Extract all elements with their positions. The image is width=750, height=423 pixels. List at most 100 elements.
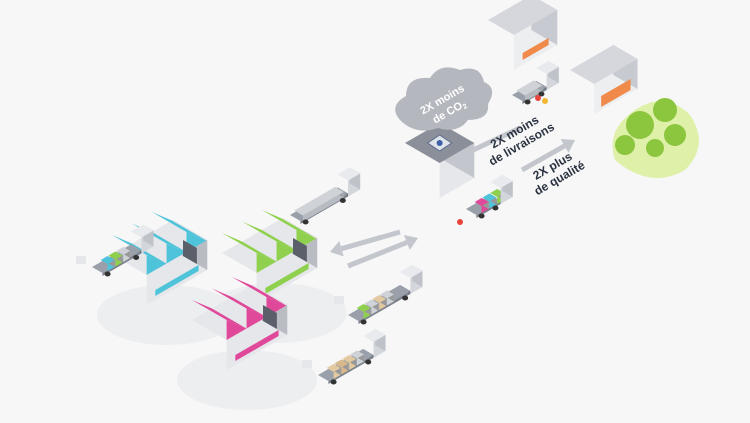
roof-gable <box>276 241 297 262</box>
box-top-face <box>490 175 513 188</box>
truck-empty-flatbed <box>290 167 361 225</box>
forklift-icon <box>302 360 312 368</box>
arrow-head <box>330 241 344 257</box>
wheel <box>538 91 545 97</box>
loading-door <box>293 238 307 262</box>
house-wall-accent <box>522 38 549 60</box>
roof-gable <box>226 320 247 340</box>
worker-icon <box>535 95 541 101</box>
loading-door <box>263 305 277 329</box>
wheel <box>360 319 367 325</box>
sawtooth-roof <box>151 212 207 241</box>
box-front-face <box>302 192 344 222</box>
house-wall-accent <box>601 79 631 107</box>
roof-gable <box>166 243 187 264</box>
box-top-face <box>334 359 349 368</box>
box-top-face <box>399 265 423 278</box>
box-top-face <box>356 304 371 312</box>
box-top-face <box>350 350 364 359</box>
facade-stripe <box>235 330 279 361</box>
arrow-to-houses <box>520 138 575 173</box>
sawtooth-roof <box>241 221 297 250</box>
box-top-face <box>112 220 208 275</box>
box-top-face <box>372 295 387 303</box>
central-warehouse <box>405 123 475 198</box>
box-top-face <box>474 198 489 206</box>
box-top-face <box>100 256 115 264</box>
forklift-icon <box>334 296 344 304</box>
factory-blue <box>97 212 237 345</box>
box-top-face <box>116 247 131 255</box>
tree-crown <box>615 135 635 155</box>
box-top-face <box>570 45 638 84</box>
arrow-head <box>560 138 575 153</box>
sawtooth-roof <box>192 300 247 329</box>
wheel <box>339 198 346 203</box>
cloud-co2: 2X moins de CO2 <box>395 67 493 131</box>
box-top-face <box>342 355 357 363</box>
forklift-icon <box>76 256 86 264</box>
box-top-face <box>490 189 505 197</box>
truck-blue-factory <box>92 224 154 277</box>
roof-gable <box>246 308 267 329</box>
ground-shadow <box>177 350 317 410</box>
roof-gable <box>256 253 277 273</box>
box-front-face <box>524 85 543 102</box>
factory-pink <box>177 277 317 410</box>
arrow-shaft <box>520 143 566 173</box>
ground-shadow <box>97 285 237 345</box>
quality-label: 2X plus de qualité <box>531 149 588 198</box>
wheel <box>478 213 485 219</box>
box-top-face <box>337 167 361 181</box>
arrow-shaft <box>347 240 408 269</box>
box-top-face <box>108 251 123 260</box>
worker-icon <box>542 98 548 104</box>
delivery-truck-warehouse <box>466 175 513 219</box>
box-top-face <box>130 224 154 238</box>
loading-door <box>183 240 197 264</box>
box-top-face <box>222 218 318 273</box>
wheel <box>104 271 111 277</box>
box-top-face <box>380 290 394 299</box>
park <box>612 98 699 178</box>
wheel <box>133 255 140 260</box>
truck-pink-factory <box>318 329 386 385</box>
wheel <box>492 205 499 211</box>
box-top-face <box>364 299 379 308</box>
box-top-face <box>363 329 386 342</box>
wheel <box>524 99 531 105</box>
delivery-truck-houses <box>512 61 559 105</box>
box-front-face <box>102 250 142 276</box>
arrow-head <box>403 235 418 250</box>
cloud-shape <box>395 67 493 131</box>
houses <box>488 0 638 114</box>
wheel <box>402 295 409 301</box>
box-top-face <box>488 0 558 35</box>
arrow-to-factories <box>330 229 401 257</box>
wheel <box>365 359 372 365</box>
box-front-face <box>358 291 411 324</box>
box-top-face <box>536 61 559 74</box>
box-top-face <box>516 80 543 96</box>
logo-mark <box>436 140 443 146</box>
sawtooth-roof <box>112 235 167 264</box>
arrow-shaft <box>340 229 401 252</box>
sawtooth-roof <box>222 233 277 262</box>
box-top-face <box>294 187 344 216</box>
tree-crown <box>664 124 686 146</box>
sawtooth-roof <box>231 277 287 306</box>
co2-subscript: 2 <box>462 103 469 111</box>
sawtooth-roof <box>261 210 317 239</box>
arrow-from-factories <box>347 235 418 269</box>
wheel <box>302 219 309 225</box>
tree-crown <box>646 139 664 157</box>
box-top-face <box>326 364 341 372</box>
sawtooth-roof <box>211 288 267 317</box>
roof-gable <box>146 255 167 275</box>
worker-icon <box>457 219 463 225</box>
facade-stripe <box>265 263 309 294</box>
box-top-face <box>192 285 288 340</box>
box-top-face <box>482 193 497 202</box>
truck-green-factory <box>348 265 423 325</box>
